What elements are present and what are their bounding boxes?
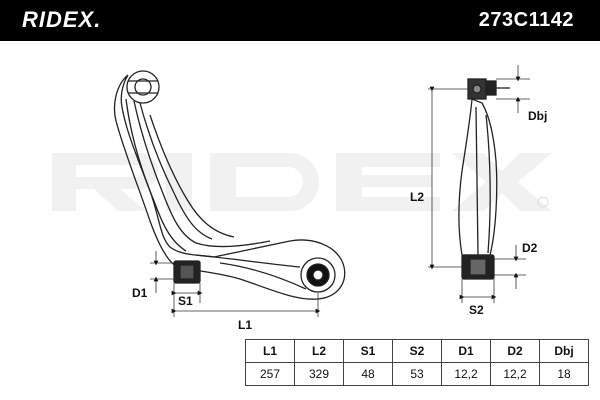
specs-value-cell: 257: [245, 362, 295, 386]
dim-label-l1: L1: [238, 318, 253, 332]
right-dimension-lines: [428, 65, 530, 303]
specs-header-cell: L2: [294, 339, 344, 363]
dim-label-dbj: Dbj: [528, 109, 548, 123]
dim-label-d2: D2: [522, 241, 538, 255]
specs-header-cell: D1: [441, 339, 491, 363]
specs-header-cell: S2: [392, 339, 442, 363]
specs-value-cell: 12,2: [441, 362, 491, 386]
brand-logo: RIDEX.: [22, 7, 102, 32]
specs-value-cell: 53: [392, 362, 442, 386]
specs-header-cell: Dbj: [539, 339, 589, 363]
specs-value-cell: 48: [343, 362, 393, 386]
dim-label-s2: S2: [469, 303, 484, 317]
specs-header-cell: S1: [343, 339, 393, 363]
dim-label-s1: S1: [178, 294, 193, 308]
specs-value-cell: 12,2: [490, 362, 540, 386]
specs-table: L1 L2 S1 S2 D1 D2 Dbj 257 329 48 53 12,2…: [245, 339, 589, 386]
part-number: 273C1142: [478, 9, 574, 31]
specs-value-row: 257 329 48 53 12,2 12,2 18: [245, 362, 589, 386]
left-dimension-lines: [150, 251, 321, 317]
specs-value-cell: 18: [539, 362, 589, 386]
dim-label-l2: L2: [410, 190, 425, 204]
dim-label-d1: D1: [132, 286, 148, 300]
header-bar: RIDEX. 273C1142: [0, 0, 600, 41]
control-arm-front-view: [113, 70, 346, 300]
specs-header-row: L1 L2 S1 S2 D1 D2 Dbj: [245, 339, 589, 363]
control-arm-drawing: [113, 65, 530, 317]
specs-value-cell: 329: [294, 362, 344, 386]
specs-header-cell: D2: [490, 339, 540, 363]
specs-header-cell: L1: [245, 339, 295, 363]
control-arm-side-view: [458, 78, 510, 280]
